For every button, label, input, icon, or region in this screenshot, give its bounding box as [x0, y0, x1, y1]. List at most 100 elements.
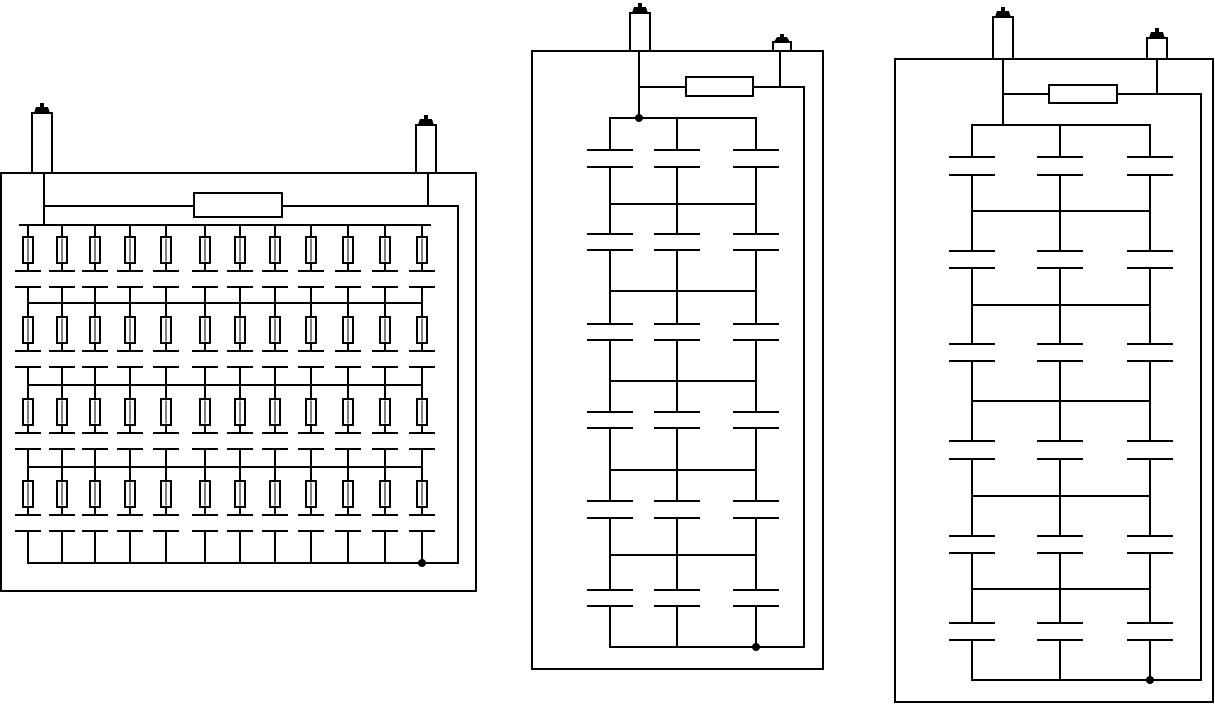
- capacitor-icon: [262, 432, 288, 450]
- capacitor-icon: [227, 514, 253, 532]
- capacitor-icon: [15, 270, 41, 288]
- terminal-stud: [638, 3, 642, 8]
- capacitor-icon: [949, 156, 995, 176]
- fuse-icon: [56, 236, 68, 264]
- capacitor-icon: [153, 270, 179, 288]
- capacitor-icon: [1037, 440, 1083, 460]
- capacitor-icon: [335, 350, 361, 368]
- capacitor-icon: [733, 589, 779, 607]
- capacitor-icon: [82, 432, 108, 450]
- fuse-icon: [305, 398, 317, 426]
- capacitor-icon: [49, 270, 75, 288]
- capacitor-icon: [1037, 622, 1083, 641]
- fuse-icon: [379, 398, 391, 426]
- capacitor-icon: [227, 350, 253, 368]
- capacitor-icon: [49, 514, 75, 532]
- terminal-body: [629, 12, 651, 52]
- fuse-icon: [89, 236, 101, 264]
- capacitor-icon: [409, 350, 435, 368]
- fuse-icon: [234, 316, 246, 344]
- capacitor-icon: [82, 270, 108, 288]
- fuse-icon: [56, 316, 68, 344]
- fuse-icon: [89, 398, 101, 426]
- terminal-icon: [992, 7, 1014, 60]
- terminal-body: [31, 112, 53, 174]
- fuse-icon: [416, 236, 428, 264]
- capacitor-icon: [654, 411, 700, 429]
- junction-dot-icon: [752, 643, 760, 651]
- capacitor-icon: [1127, 535, 1173, 554]
- capacitor-icon: [298, 514, 324, 532]
- capacitor-icon: [587, 233, 633, 251]
- junction-dot-icon: [1146, 676, 1154, 684]
- fuse-icon: [234, 480, 246, 508]
- capacitor-icon: [1037, 343, 1083, 362]
- fuse-icon: [89, 316, 101, 344]
- capacitor-icon: [15, 514, 41, 532]
- enclosure: [0, 172, 477, 592]
- capacitor-icon: [1127, 622, 1173, 641]
- terminal-stud: [424, 115, 428, 120]
- enclosure: [894, 58, 1214, 703]
- fuse-icon: [124, 480, 136, 508]
- fuse-icon: [89, 480, 101, 508]
- capacitor-icon: [262, 270, 288, 288]
- capacitor-icon: [153, 432, 179, 450]
- fuse-icon: [379, 480, 391, 508]
- capacitor-icon: [1037, 535, 1083, 554]
- capacitor-icon: [733, 323, 779, 341]
- terminal-stud: [780, 34, 784, 38]
- capacitor-icon: [949, 535, 995, 554]
- capacitor-icon: [15, 432, 41, 450]
- terminal-icon: [629, 3, 651, 52]
- capacitor-icon: [949, 343, 995, 362]
- fuse-icon: [22, 480, 34, 508]
- capacitor-icon: [733, 233, 779, 251]
- capacitor-icon: [654, 589, 700, 607]
- capacitor-icon: [192, 432, 218, 450]
- fuse-icon: [22, 236, 34, 264]
- fuse-icon: [379, 236, 391, 264]
- capacitor-icon: [587, 149, 633, 168]
- fuse-icon: [199, 398, 211, 426]
- fuse-icon: [269, 398, 281, 426]
- fuse-icon: [56, 480, 68, 508]
- capacitor-icon: [372, 432, 398, 450]
- terminal-icon: [415, 115, 437, 174]
- capacitor-icon: [49, 432, 75, 450]
- fuse-icon: [124, 236, 136, 264]
- fuse-icon: [22, 398, 34, 426]
- fuse-icon: [234, 398, 246, 426]
- terminal-cap: [632, 7, 648, 13]
- terminal-cap: [34, 107, 50, 113]
- fuse-icon: [160, 236, 172, 264]
- terminal-icon: [31, 103, 53, 174]
- fuse-icon: [124, 316, 136, 344]
- capacitor-icon: [1127, 343, 1173, 362]
- fuse-icon: [342, 316, 354, 344]
- fuse-icon: [160, 398, 172, 426]
- capacitor-icon: [409, 432, 435, 450]
- terminal-cap: [774, 37, 790, 42]
- fuse-icon: [199, 316, 211, 344]
- capacitor-icon: [117, 432, 143, 450]
- capacitor-icon: [1127, 250, 1173, 269]
- enclosure: [531, 50, 824, 670]
- capacitor-icon: [1127, 440, 1173, 460]
- terminal-stud: [1001, 7, 1005, 12]
- capacitor-icon: [409, 514, 435, 532]
- capacitor-icon: [82, 514, 108, 532]
- capacitor-icon: [335, 270, 361, 288]
- capacitor-icon: [1037, 250, 1083, 269]
- capacitor-icon: [587, 500, 633, 519]
- resistor-icon: [1048, 84, 1118, 104]
- capacitor-icon: [192, 514, 218, 532]
- fuse-icon: [234, 236, 246, 264]
- capacitor-icon: [949, 250, 995, 269]
- fuse-icon: [342, 480, 354, 508]
- capacitor-icon: [654, 323, 700, 341]
- capacitor-icon: [587, 411, 633, 429]
- capacitor-icon: [117, 270, 143, 288]
- capacitor-icon: [227, 432, 253, 450]
